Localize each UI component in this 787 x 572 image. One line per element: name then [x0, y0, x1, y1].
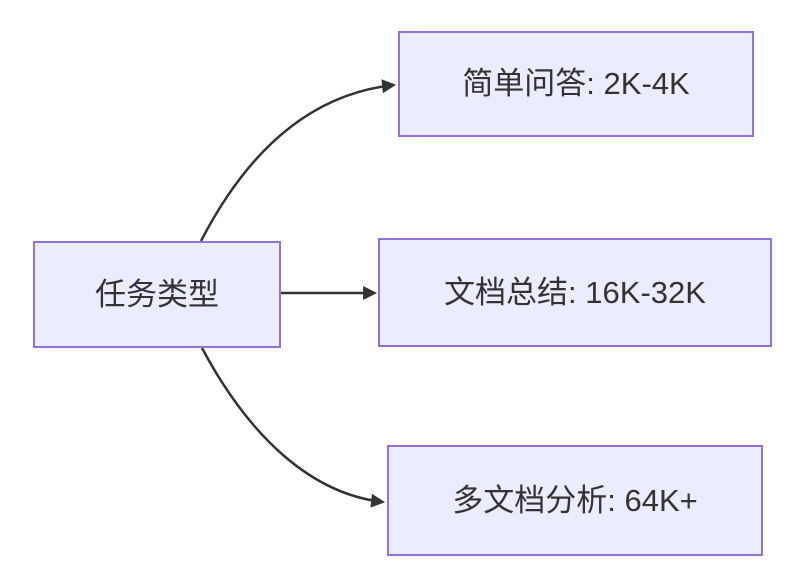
node-doc-summary-label: 文档总结: 16K-32K	[444, 274, 706, 310]
edge-root-to-multidoc-analysis	[200, 347, 386, 508]
node-doc-summary: 文档总结: 16K-32K	[378, 238, 772, 347]
edge-root-to-simple-qa	[199, 79, 397, 242]
node-multidoc-analysis: 多文档分析: 64K+	[387, 445, 763, 556]
node-task-type-label: 任务类型	[95, 276, 219, 312]
node-simple-qa-label: 简单问答: 2K-4K	[462, 66, 690, 102]
node-task-type: 任务类型	[33, 241, 281, 348]
node-simple-qa: 简单问答: 2K-4K	[398, 31, 754, 137]
node-multidoc-analysis-label: 多文档分析: 64K+	[452, 482, 698, 518]
